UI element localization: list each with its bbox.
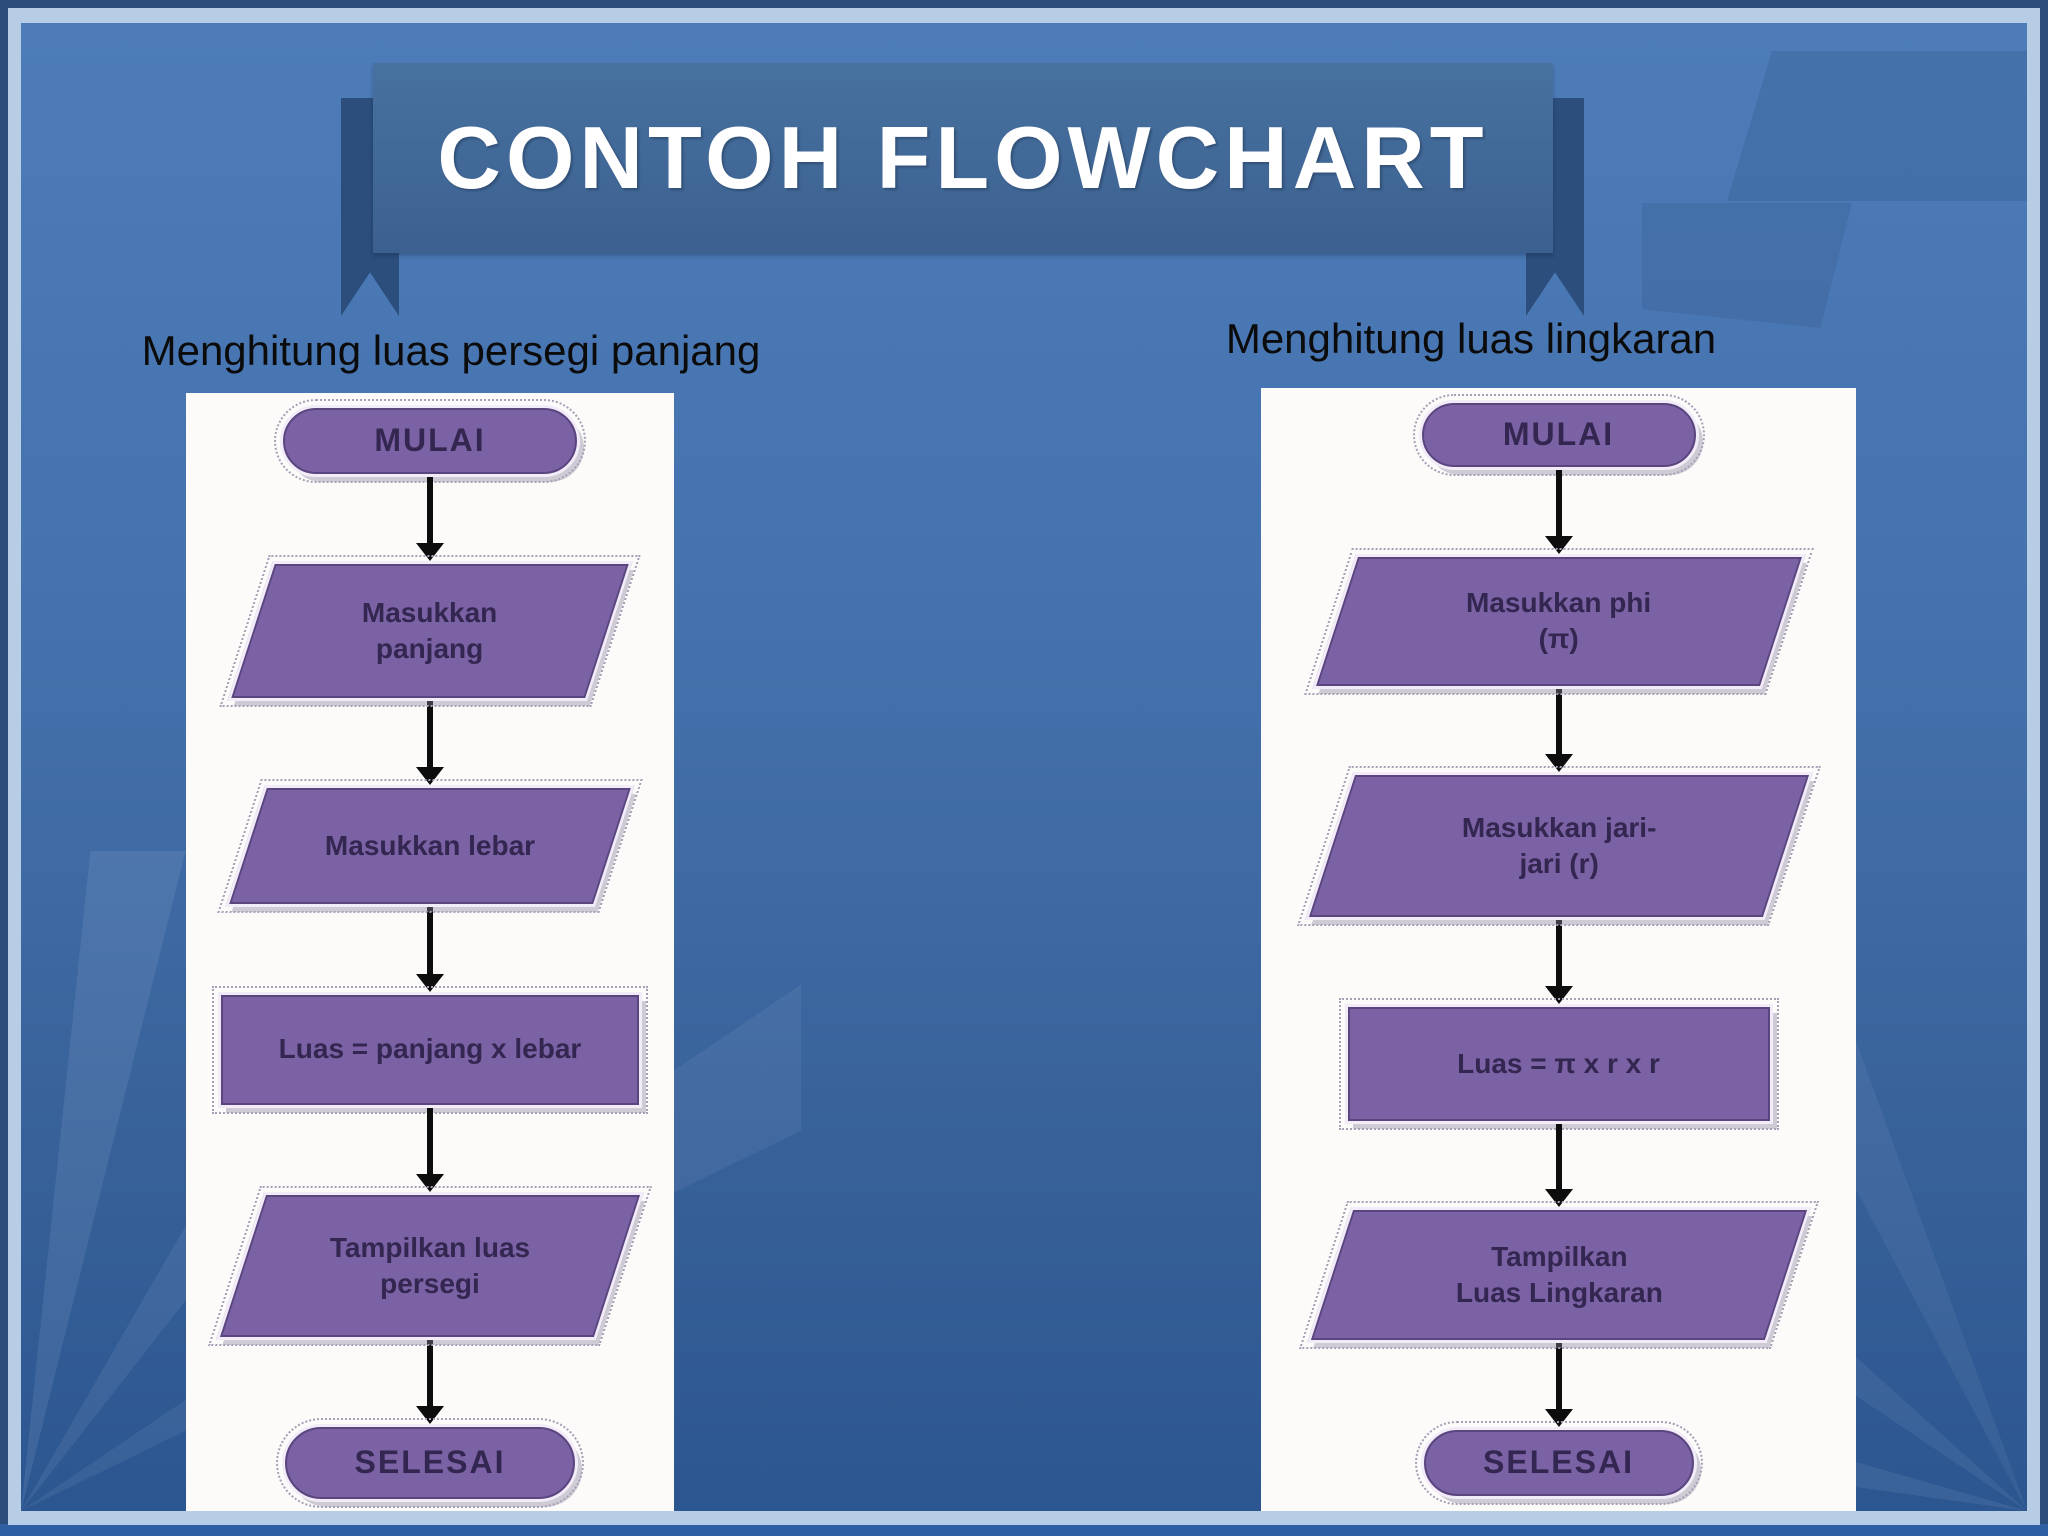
left-flowchart-subtitle: Menghitung luas persegi panjang	[141, 327, 761, 374]
start-terminator: MULAI	[274, 399, 586, 483]
output-parallelogram: Tampilkan luas persegi	[209, 1185, 651, 1346]
arrow-stem	[1555, 470, 1562, 537]
shape-label: Luas = panjang x lebar	[278, 1033, 582, 1065]
flow-arrow	[186, 1339, 674, 1425]
input-parallelogram: Masukkan jari- jari (r)	[1297, 766, 1820, 927]
end-terminator: SELESAI	[276, 1418, 584, 1509]
slide-content-area: CONTOH FLOWCHART Menghitung luas persegi…	[21, 23, 2027, 1511]
shape-label: Masukkan jari-	[1461, 811, 1656, 843]
arrow-stem	[427, 477, 433, 545]
theme-shape-decoration	[1727, 51, 2027, 201]
flow-arrow	[186, 907, 674, 992]
arrow-stem	[427, 1107, 433, 1175]
input-parallelogram: Masukkan panjang	[220, 555, 640, 708]
arrow-head	[416, 767, 444, 786]
flow-arrow	[186, 477, 674, 562]
flow-arrow	[1261, 1343, 1856, 1427]
shape-label: Luas Lingkaran	[1455, 1277, 1662, 1309]
shape-label: (π)	[1538, 623, 1579, 655]
arrow-stem	[1555, 1343, 1562, 1410]
flow-arrow	[186, 1107, 674, 1192]
shape-label: Tampilkan luas	[329, 1231, 531, 1263]
arrow-stem	[1555, 1123, 1562, 1191]
left-flowchart-panel: MULAI Masukkan panjang Masukkan lebar Lu…	[186, 393, 674, 1511]
arrow-head	[1544, 754, 1573, 773]
arrow-stem	[427, 907, 433, 975]
right-flowchart-panel: MULAI Masukkan phi (π) Masukkan jari- ja…	[1261, 388, 1856, 1511]
flow-arrow	[1261, 1123, 1856, 1208]
shape-label: Luas = π x r x r	[1457, 1047, 1660, 1079]
shape-label: MULAI	[374, 422, 486, 459]
flow-arrow	[1261, 688, 1856, 773]
arrow-stem	[1555, 920, 1562, 987]
flow-arrow	[186, 701, 674, 786]
arrow-head	[1544, 1189, 1573, 1208]
process-rectangle: Luas = panjang x lebar	[212, 985, 648, 1114]
input-parallelogram: Masukkan lebar	[218, 779, 642, 914]
shape-label: panjang	[376, 633, 484, 665]
arrow-stem	[427, 1339, 433, 1408]
shape-label: Tampilkan	[1490, 1240, 1627, 1272]
right-flowchart-subtitle: Menghitung luas lingkaran	[1225, 315, 1717, 362]
theme-shape-decoration	[1642, 203, 1852, 328]
arrow-head	[416, 973, 444, 992]
arrow-head	[416, 1173, 444, 1192]
shape-label: SELESAI	[1483, 1444, 1634, 1481]
input-parallelogram: Masukkan phi (π)	[1304, 547, 1813, 695]
arrow-head	[1544, 1408, 1573, 1427]
arrow-head	[416, 543, 444, 562]
flow-arrow	[1261, 470, 1856, 554]
shape-label: Masukkan	[362, 596, 498, 628]
shape-label: Masukkan lebar	[324, 830, 536, 862]
bottom-accent-bar	[0, 1524, 2048, 1536]
shape-label: jari (r)	[1518, 848, 1599, 880]
title-banner: CONTOH FLOWCHART	[373, 63, 1553, 253]
process-rectangle: Luas = π x r x r	[1338, 997, 1779, 1130]
shape-label: persegi	[380, 1267, 480, 1299]
arrow-stem	[427, 701, 433, 769]
arrow-head	[416, 1406, 444, 1425]
end-terminator: SELESAI	[1414, 1420, 1703, 1505]
flow-arrow	[1261, 920, 1856, 1004]
shape-label: Masukkan phi	[1465, 586, 1652, 618]
arrow-head	[1544, 985, 1573, 1004]
start-terminator: MULAI	[1412, 394, 1705, 476]
slide-title: CONTOH FLOWCHART	[437, 108, 1489, 207]
output-parallelogram: Tampilkan Luas Lingkaran	[1299, 1201, 1818, 1350]
shape-label: SELESAI	[354, 1444, 506, 1481]
shape-label: MULAI	[1502, 416, 1615, 453]
arrow-head	[1544, 535, 1573, 554]
arrow-stem	[1555, 688, 1562, 756]
